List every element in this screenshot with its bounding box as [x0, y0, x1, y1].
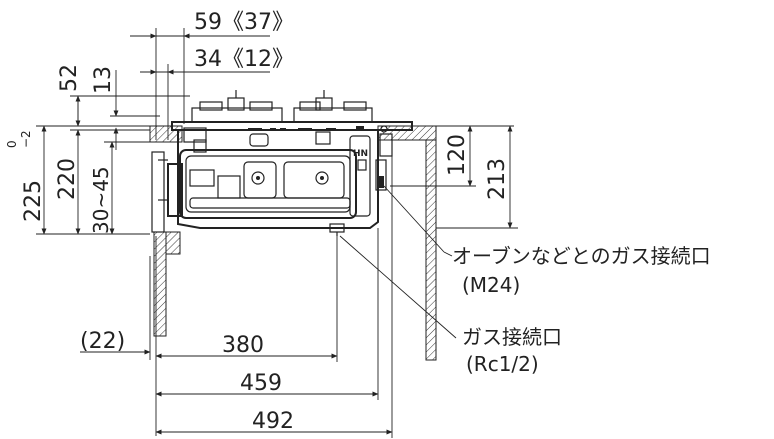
- dim-459: 459: [155, 228, 379, 400]
- dim-30-45-text: 30~45: [89, 166, 113, 234]
- dim-13: 13: [91, 66, 160, 150]
- dim-34: 34《12》: [140, 47, 294, 140]
- dim-225-tol-bottom: −2: [19, 130, 33, 148]
- dim-225-tol-top: 0: [5, 140, 19, 148]
- callout-oven-connection: オーブンなどとのガス接続口 (M24): [383, 185, 711, 297]
- dim-30-45: 30~45: [89, 141, 154, 235]
- countertop-right: [377, 125, 437, 361]
- dim-13-text: 13: [91, 66, 116, 94]
- dim-120: 120: [390, 125, 514, 187]
- dim-59: 59《37》: [130, 10, 294, 140]
- dim-213: 213: [436, 125, 518, 229]
- dim-22: (22): [80, 256, 151, 360]
- dim-52-text: 52: [57, 64, 82, 92]
- inner-components: [167, 131, 371, 217]
- dim-213-text: 213: [485, 158, 510, 200]
- dim-225-text: 225: [21, 180, 46, 222]
- dim-492-text: 492: [252, 409, 294, 434]
- gas-connection-fitting: [329, 223, 345, 236]
- left-bracket: [151, 127, 207, 233]
- dim-380: 380: [155, 236, 338, 436]
- dim-59-text: 59《37》: [194, 10, 294, 35]
- hn-mark: HN: [353, 149, 368, 159]
- top-plate-marks: [248, 125, 388, 133]
- oven-connection-spec: (M24): [462, 273, 520, 297]
- burner-right: [293, 90, 373, 123]
- oven-connection-label: オーブンなどとのガス接続口: [452, 244, 711, 268]
- gas-connection-spec: (Rc1/2): [466, 352, 539, 376]
- gas-connection-label: ガス接続口: [462, 325, 562, 349]
- dim-220: 220: [55, 129, 150, 235]
- callout-gas-connection: ガス接続口 (Rc1/2): [339, 235, 562, 376]
- dim-380-text: 380: [222, 333, 264, 358]
- dim-459-text: 459: [240, 371, 282, 396]
- dim-120-text: 120: [445, 134, 470, 176]
- dim-492: 492: [155, 140, 393, 438]
- dim-52: 52: [57, 64, 190, 127]
- dim-220-text: 220: [55, 158, 80, 200]
- dim-34-text: 34《12》: [194, 47, 294, 72]
- dim-22-text: (22): [80, 329, 125, 354]
- stove-body: HN: [151, 90, 413, 236]
- burner-left: [191, 90, 283, 123]
